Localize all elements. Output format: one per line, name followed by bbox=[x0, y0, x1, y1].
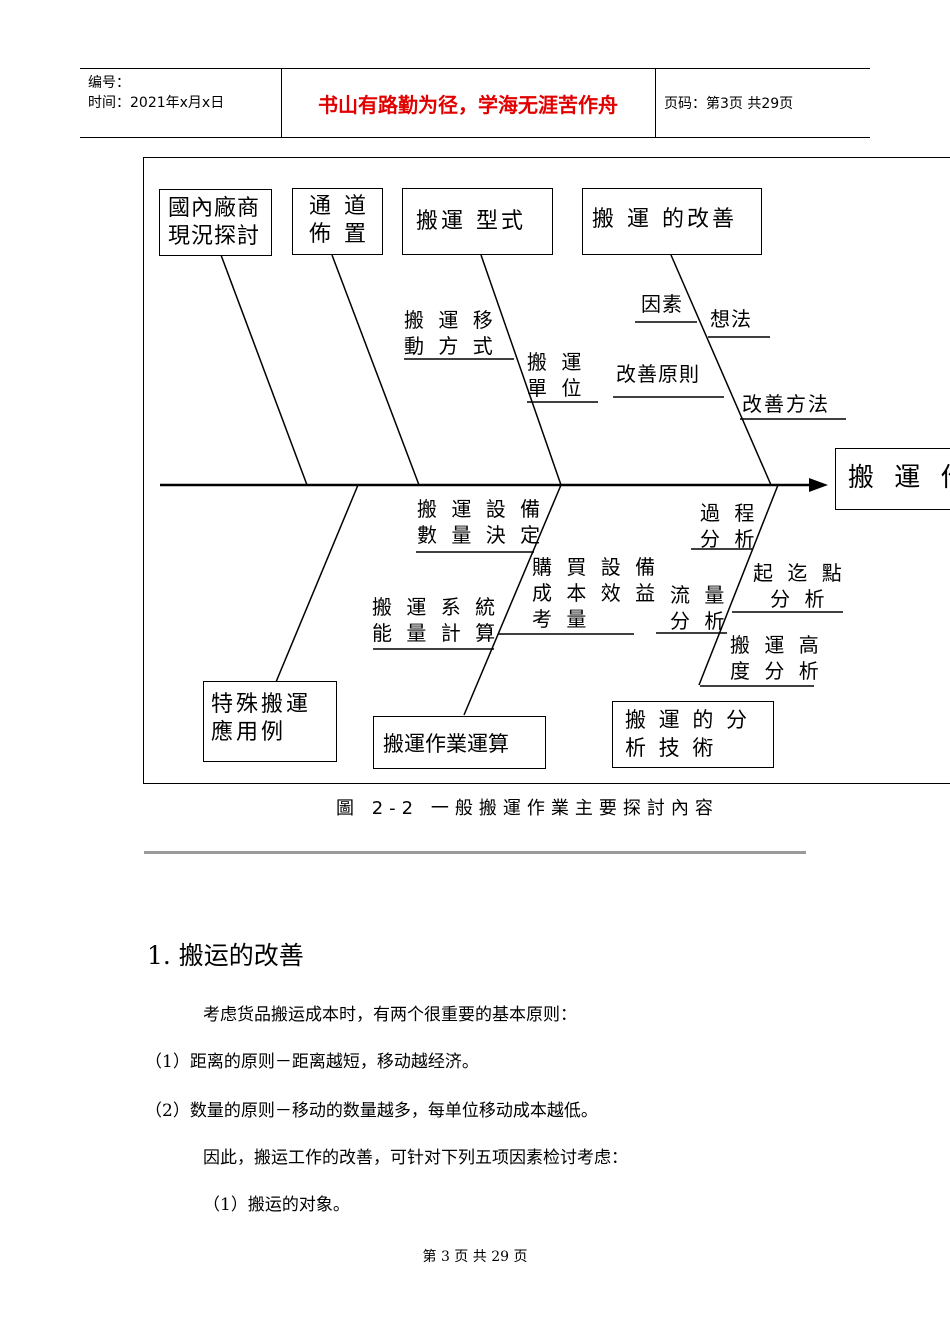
list-item-1: （1）搬运的对象。 bbox=[203, 1195, 350, 1215]
rib-line bbox=[463, 484, 562, 716]
figure-caption: 圖 2-2 一般搬運作業主要探討內容 bbox=[336, 798, 719, 819]
paragraph-rule-1: （1）距离的原则－距离越短，移动越经济。 bbox=[145, 1052, 479, 1072]
label-equip-qty: 搬 運 設 備 數 量 決 定 bbox=[417, 497, 545, 547]
label-factor: 因素 bbox=[641, 292, 683, 316]
box-handling-type: 搬運 型式 bbox=[402, 188, 553, 255]
box-aisle-layout: 通 道 佈 置 bbox=[292, 188, 383, 255]
header-motto: 书山有路勤为径，学海无涯苦作舟 bbox=[318, 92, 618, 117]
label-capacity: 搬 運 系 統 能 量 計 算 bbox=[372, 595, 500, 645]
time-label: 时间：2021年x月x日 bbox=[88, 95, 225, 111]
rib-line bbox=[220, 254, 308, 486]
label-principle: 改善原則 bbox=[616, 362, 700, 386]
box-special-cases: 特殊搬運 應用例 bbox=[203, 681, 337, 762]
label-height: 搬 運 高 度 分 析 bbox=[730, 633, 823, 683]
header-divider bbox=[281, 69, 282, 137]
page-footer: 第 3 页 共 29 页 bbox=[422, 1249, 528, 1265]
document-header: 编号： 时间：2021年x月x日 书山有路勤为径，学海无涯苦作舟 页码：第3页 … bbox=[80, 68, 870, 138]
label-method: 改善方法 bbox=[742, 392, 830, 416]
section-divider bbox=[144, 851, 806, 854]
number-label: 编号： bbox=[88, 75, 130, 91]
label-move-method: 搬 運 移 動 方 式 bbox=[404, 308, 497, 358]
fishbone-diagram: 國內廠商 現況探討 通 道 佈 置 搬運 型式 搬 運 的改善 搬 運 作 特殊… bbox=[143, 157, 950, 784]
header-page-info: 页码：第3页 共29页 bbox=[664, 96, 794, 112]
label-purchase: 購 買 設 備 成 本 效 益 考 量 bbox=[532, 555, 660, 631]
rib-line bbox=[331, 254, 420, 486]
section-heading: 1. 搬运的改善 bbox=[147, 941, 304, 970]
box-analysis-techniques: 搬 運 的 分 析 技 術 bbox=[612, 701, 774, 768]
paragraph-therefore: 因此，搬运工作的改善，可针对下列五项因素检讨考虑： bbox=[203, 1148, 628, 1168]
paragraph-intro: 考虑货品搬运成本时，有两个很重要的基本原则： bbox=[203, 1005, 577, 1025]
label-origin: 起 迄 點 分 析 bbox=[753, 561, 846, 611]
rib-line bbox=[275, 484, 359, 683]
arrow-head-icon bbox=[809, 478, 828, 492]
paragraph-rule-2: （2）数量的原则－移动的数量越多，每单位移动成本越低。 bbox=[145, 1101, 598, 1121]
fishbone-lines bbox=[160, 254, 846, 716]
box-operation-calc: 搬運作業運算 bbox=[373, 716, 546, 769]
rib-line bbox=[670, 254, 772, 486]
label-flow: 流 量 分 析 bbox=[670, 583, 729, 633]
rib-line bbox=[480, 254, 562, 486]
label-idea: 想法 bbox=[710, 307, 752, 331]
box-handling-improvement: 搬 運 的改善 bbox=[582, 188, 762, 255]
box-handling-operation: 搬 運 作 bbox=[835, 448, 950, 510]
box-domestic-survey: 國內廠商 現況探討 bbox=[159, 189, 272, 256]
header-meta: 编号： 时间：2021年x月x日 bbox=[88, 73, 278, 113]
label-unit: 搬 運 單 位 bbox=[527, 350, 586, 400]
label-process: 過 程 分 析 bbox=[700, 501, 759, 551]
rib-line bbox=[698, 484, 779, 686]
header-divider bbox=[655, 69, 656, 137]
